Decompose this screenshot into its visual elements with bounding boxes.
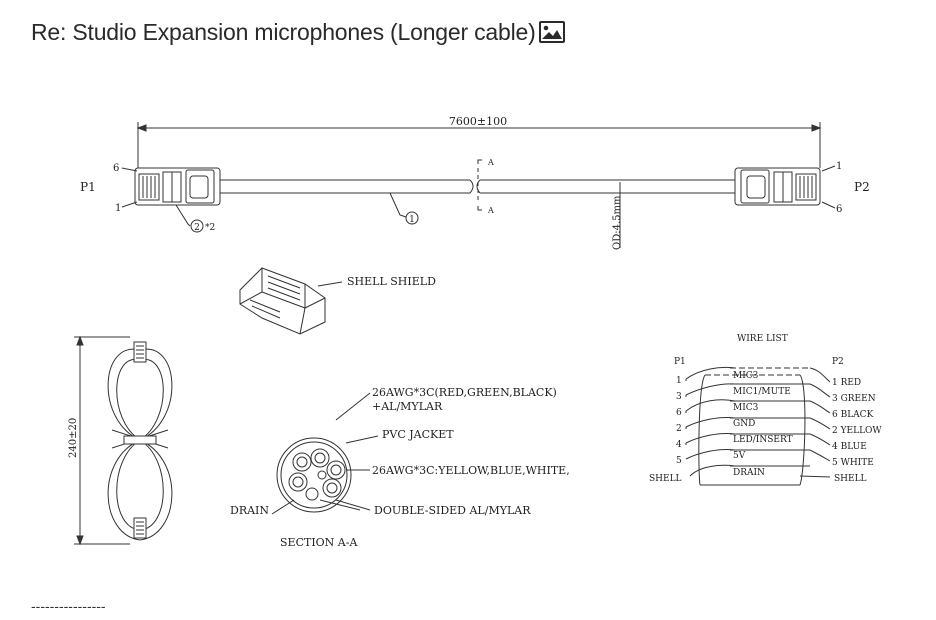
p1-label: P1 bbox=[80, 180, 96, 194]
pin-1-right: 1 bbox=[836, 161, 842, 172]
wire-p2-pin: 2 YELLOW bbox=[832, 426, 882, 436]
wire-p1-pin: 3 bbox=[676, 392, 682, 402]
wire-signal: MIC3 bbox=[733, 371, 759, 381]
pvc-jacket-label: PVC JACKET bbox=[382, 428, 454, 441]
balloon-1: 1 bbox=[409, 215, 415, 225]
signature-separator: ---------------- bbox=[31, 598, 106, 614]
wire-signal: MIC3 bbox=[733, 403, 759, 413]
wire-list-title: WIRE LIST bbox=[737, 334, 788, 344]
wire-list-p1-header: P1 bbox=[674, 357, 686, 367]
pin-6-left: 6 bbox=[113, 163, 119, 174]
wire-list-p2-header: P2 bbox=[832, 357, 844, 367]
post-title-text: Re: Studio Expansion microphones (Longer… bbox=[31, 19, 536, 45]
shell-shield-label: SHELL SHIELD bbox=[347, 275, 436, 288]
balloon-2: 2 bbox=[194, 223, 200, 233]
wire-p2-pin: 5 WHITE bbox=[832, 458, 874, 468]
p2-label: P2 bbox=[854, 180, 870, 194]
wire-p1-pin: 1 bbox=[676, 376, 682, 386]
cable-spec-1-line1: 26AWG*3C(RED,GREEN,BLACK) bbox=[372, 386, 557, 399]
wire-p2-pin: 6 BLACK bbox=[832, 410, 874, 420]
section-mark-bottom: A bbox=[487, 206, 494, 215]
image-icon bbox=[538, 21, 565, 49]
pin-1-left: 1 bbox=[115, 203, 121, 214]
pin-6-right: 6 bbox=[836, 204, 842, 215]
od-label: OD:4.5mm bbox=[612, 195, 623, 250]
wire-signal: MIC1/MUTE bbox=[733, 387, 791, 397]
wire-list: WIRE LIST P1 P2 1 MIC3 1 RED 3 MIC1/MUTE… bbox=[649, 334, 882, 484]
wire-p1-pin: SHELL bbox=[649, 474, 682, 484]
wire-p2-pin: SHELL bbox=[834, 474, 867, 484]
wire-p2-pin: 1 RED bbox=[832, 378, 861, 388]
wire-signal: 5V bbox=[733, 451, 746, 461]
drain-label: DRAIN bbox=[230, 504, 269, 517]
cable-spec-2: 26AWG*3C:YELLOW,BLUE,WHITE, bbox=[372, 464, 570, 477]
section-mark-top: A bbox=[487, 158, 494, 167]
wire-signal: DRAIN bbox=[733, 468, 765, 478]
wire-p1-pin: 5 bbox=[676, 456, 682, 466]
wire-p1-pin: 2 bbox=[676, 424, 682, 434]
double-sided-label: DOUBLE-SIDED AL/MYLAR bbox=[374, 504, 531, 517]
cable-spec-1-line2: +AL/MYLAR bbox=[372, 400, 443, 413]
balloon-2-qty: *2 bbox=[205, 223, 215, 233]
post-title: Re: Studio Expansion microphones (Longer… bbox=[31, 19, 565, 49]
wire-signal: LED/INSERT bbox=[733, 435, 793, 445]
coil-dimension: 240±20 bbox=[68, 418, 79, 458]
length-dimension: 7600±100 bbox=[449, 115, 507, 128]
wire-p2-pin: 4 BLUE bbox=[832, 442, 867, 452]
wire-p2-pin: 3 GREEN bbox=[832, 394, 876, 404]
wire-signal: GND bbox=[733, 419, 755, 429]
wire-p1-pin: 4 bbox=[676, 440, 682, 450]
section-title: SECTION A-A bbox=[280, 536, 358, 549]
wire-p1-pin: 6 bbox=[676, 408, 682, 418]
